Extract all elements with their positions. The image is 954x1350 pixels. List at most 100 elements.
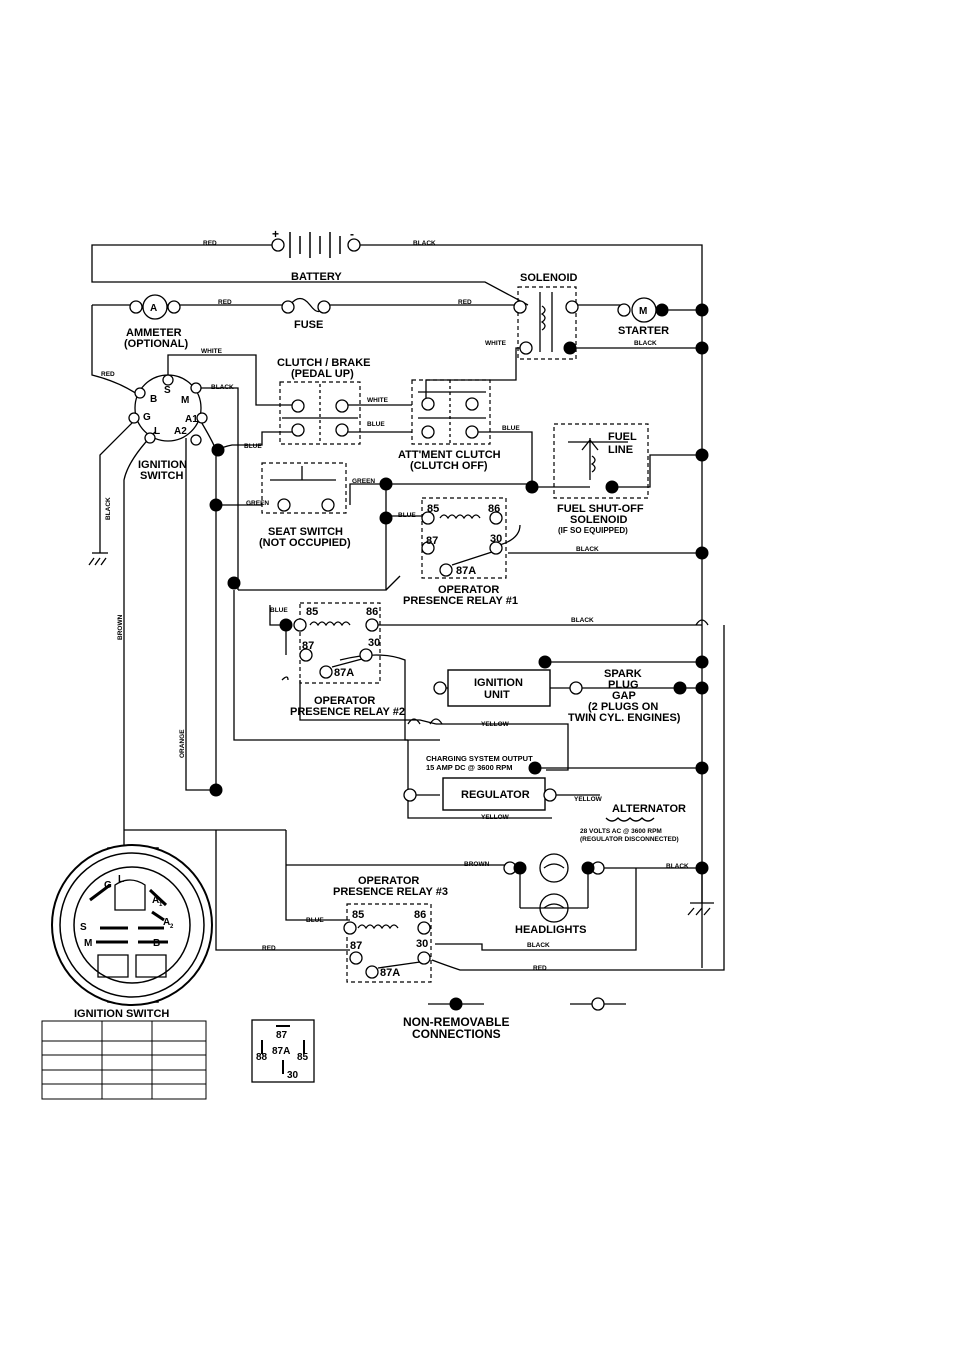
wire-label-blue: BLUE xyxy=(398,512,416,519)
relay2-terminal-87: 87 xyxy=(302,640,314,652)
non-removable-connection-dots xyxy=(209,303,709,875)
switch-face-s: S xyxy=(80,922,87,933)
switch-face-a2-sub: 2 xyxy=(170,924,174,930)
att-clutch-sublabel: (CLUTCH OFF) xyxy=(410,460,488,472)
relay1-terminal-87a: 87A xyxy=(456,565,476,577)
relay2-label: OPERATOR xyxy=(314,695,375,707)
wire-label-green: GREEN xyxy=(246,500,269,507)
att-clutch-label: ATT'MENT CLUTCH xyxy=(398,449,501,461)
switch-terminal-s: S xyxy=(164,385,171,396)
fuel-shutoff-label: FUEL SHUT-OFF xyxy=(557,503,644,515)
starter-label: STARTER xyxy=(618,325,669,337)
regulator-label: REGULATOR xyxy=(461,789,530,801)
relay3-terminal-87a: 87A xyxy=(380,967,400,979)
legend xyxy=(428,997,626,1011)
switch-face-a1-sub: 1 xyxy=(159,902,163,908)
labels: + - BATTERY SOLENOID STARTER M A AMMETER… xyxy=(101,227,689,1041)
spark-plug-label-4: (2 PLUGS ON xyxy=(588,701,658,713)
wire-label-green: GREEN xyxy=(352,478,375,485)
wire-label-blue: BLUE xyxy=(367,421,385,428)
relay3-terminal-86: 86 xyxy=(414,909,426,921)
switch-position-table xyxy=(41,1020,207,1100)
relay1-terminal-85: 85 xyxy=(427,503,439,515)
wire-label-black: BLACK xyxy=(413,240,436,247)
switch-terminal-g: G xyxy=(143,412,151,423)
charging-output-spec: 15 AMP DC @ 3600 RPM xyxy=(426,763,513,772)
fuel-solenoid-symbol xyxy=(568,438,628,480)
wire-label-red: RED xyxy=(262,945,276,952)
relay-pin-key: 87 87A 88 85 30 xyxy=(251,1019,315,1083)
fuse-symbol xyxy=(289,297,323,313)
ignition-switch-face-title: IGNITION SWITCH xyxy=(74,1008,169,1020)
spark-plug-label-3: GAP xyxy=(612,690,636,702)
relay1-terminal-30: 30 xyxy=(490,533,502,545)
ammeter-label: AMMETER xyxy=(126,327,182,339)
wire-label-yellow: YELLOW xyxy=(481,721,510,728)
ignition-unit-box xyxy=(447,669,551,707)
ignition-switch-label: IGNITION xyxy=(138,459,187,471)
fuel-line-label: FUEL xyxy=(608,431,637,443)
wire-label-yellow: YELLOW xyxy=(481,814,510,821)
battery-label: BATTERY xyxy=(291,271,342,283)
switch-face-l: L xyxy=(118,874,124,885)
headlights-label: HEADLIGHTS xyxy=(515,924,587,936)
relay1-terminal-86: 86 xyxy=(488,503,500,515)
wire-label-white: WHITE xyxy=(485,340,507,347)
relay2-terminal-85: 85 xyxy=(306,606,318,618)
wire-label-blue: BLUE xyxy=(306,917,324,924)
ignition-switch-terminals xyxy=(128,374,208,446)
wire-label-black: BLACK xyxy=(571,617,594,624)
wire-label-red: RED xyxy=(533,965,547,972)
ignition-switch-sublabel: SWITCH xyxy=(140,470,183,482)
spark-plug-label-5: TWIN CYL. ENGINES) xyxy=(568,712,681,724)
wire-label-yellow: YELLOW xyxy=(574,796,603,803)
headlight-symbols xyxy=(539,853,569,923)
relay2-terminal-86: 86 xyxy=(366,606,378,618)
starter-symbol-letter: M xyxy=(639,306,647,317)
fuse-label: FUSE xyxy=(294,319,323,331)
switch-terminal-a1: A1 xyxy=(185,414,198,425)
wire-label-red: RED xyxy=(458,299,472,306)
switch-face-a2: A xyxy=(163,917,170,928)
wire-label-black: BLACK xyxy=(576,546,599,553)
clutch-brake-label: CLUTCH / BRAKE xyxy=(277,357,371,369)
wire-label-brown: BROWN xyxy=(117,614,124,640)
wire-label-blue: BLUE xyxy=(270,607,288,614)
ignition-switch-face: G L A 1 A 2 S M B IGNITION SWITCH xyxy=(51,844,213,1020)
seat-switch-sublabel: (NOT OCCUPIED) xyxy=(259,537,351,549)
ammeter-symbol xyxy=(142,294,168,320)
wire-label-black: BLACK xyxy=(634,340,657,347)
relay3-terminal-30: 30 xyxy=(416,938,428,950)
switch-terminal-l: L xyxy=(154,426,160,437)
wire-label-white: WHITE xyxy=(367,397,389,404)
wire-label-brown: BROWN xyxy=(464,861,490,868)
relay-key-85: 85 xyxy=(297,1052,309,1063)
relay2-sublabel: PRESENCE RELAY #2 xyxy=(290,706,405,718)
relay1-label: OPERATOR xyxy=(438,584,499,596)
relay-key-87: 87 xyxy=(276,1030,288,1041)
battery-symbol xyxy=(289,232,341,258)
clutch-brake-sublabel: (PEDAL UP) xyxy=(291,368,354,380)
switch-terminal-m: M xyxy=(181,395,189,406)
wire-label-black: BLACK xyxy=(527,942,550,949)
solenoid-label: SOLENOID xyxy=(520,272,578,284)
wire-label-red: RED xyxy=(101,371,115,378)
alternator-label: ALTERNATOR xyxy=(612,803,686,815)
wire-label-red: RED xyxy=(218,299,232,306)
switch-terminal-a2: A2 xyxy=(174,426,187,437)
fuel-shutoff-sublabel: SOLENOID xyxy=(570,514,628,526)
relay3-terminal-85: 85 xyxy=(352,909,364,921)
solenoid-symbol xyxy=(539,292,553,352)
ignition-unit-sublabel: UNIT xyxy=(484,689,510,701)
wire-label-orange: ORANGE xyxy=(179,729,186,758)
relay3-sublabel: PRESENCE RELAY #3 xyxy=(333,886,448,898)
fuel-shutoff-note: (IF SO EQUIPPED) xyxy=(558,526,628,535)
wire-network xyxy=(88,244,725,971)
switch-face-a1: A xyxy=(152,895,159,906)
spark-plug-label-1: SPARK xyxy=(604,668,642,680)
relay-key-87a: 87A xyxy=(272,1046,290,1057)
alternator-note-2: (REGULATOR DISCONNECTED) xyxy=(580,836,679,843)
relay1-sublabel: PRESENCE RELAY #1 xyxy=(403,595,518,607)
relay2-terminal-87a: 87A xyxy=(334,667,354,679)
